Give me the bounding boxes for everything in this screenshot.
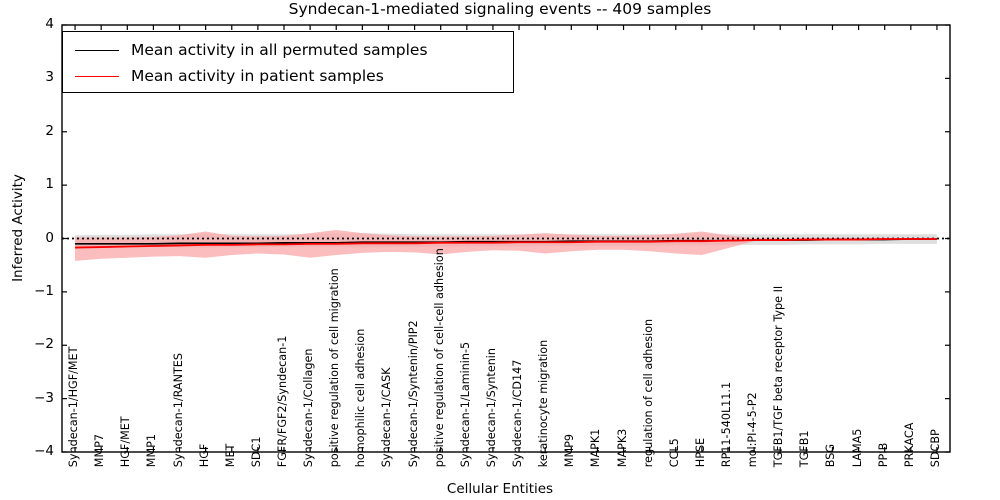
x-tick-label: HGF	[197, 443, 211, 468]
x-tick-label: Syndecan-1/CD147	[510, 359, 524, 468]
legend-swatch-patient	[75, 75, 119, 77]
chart-title: Syndecan-1-mediated signaling events -- …	[288, 0, 712, 18]
y-tick-label: 2	[45, 122, 54, 139]
x-tick-label: MAPK1	[589, 428, 603, 468]
chart-legend[interactable]: Mean activity in all permuted samples Me…	[62, 31, 514, 93]
x-tick-label: LAMA5	[850, 428, 864, 468]
x-tick-label: MET	[223, 443, 237, 468]
y-tick-label: 4	[45, 16, 54, 32]
x-tick-label: BSG	[824, 443, 838, 468]
x-tick-label: SDCBP	[928, 429, 942, 468]
legend-label-patient: Mean activity in patient samples	[131, 67, 384, 85]
x-tick-label: positive regulation of cell migration	[328, 268, 342, 468]
x-tick-label: CCL5	[667, 438, 681, 468]
legend-label-permuted: Mean activity in all permuted samples	[131, 41, 428, 59]
x-tick-label: MMP9	[563, 434, 577, 468]
x-tick-label: keratinocyte migration	[536, 339, 550, 468]
x-tick-label: TGFB1/TGF beta receptor Type II	[772, 285, 786, 468]
x-tick-label: positive regulation of cell-cell adhesio…	[432, 248, 446, 468]
x-axis-label: Cellular Entities	[446, 481, 554, 497]
x-tick-label: Syndecan-1/Laminin-5	[458, 341, 472, 468]
x-tick-label: Syndecan-1/Syntenin/PIP2	[406, 320, 420, 468]
x-tick-label: SDC1	[249, 436, 263, 468]
x-tick-label: Syndecan-1/Syntenin	[484, 348, 498, 468]
legend-item-permuted: Mean activity in all permuted samples	[63, 37, 513, 63]
x-tick-label: Syndecan-1/CASK	[380, 367, 394, 468]
x-tick-label: HPSE	[693, 437, 707, 468]
x-tick-label: PPIB	[876, 442, 890, 468]
x-tick-label: regulation of cell adhesion	[641, 318, 655, 468]
y-tick-label: −1	[34, 282, 54, 299]
x-tick-label: HGF/MET	[119, 416, 133, 468]
legend-item-patient: Mean activity in patient samples	[63, 63, 513, 89]
x-tick-label: TGFB1	[798, 430, 812, 468]
x-tick-label: RP11-540L11.1	[719, 381, 733, 468]
y-tick-label: −3	[34, 389, 54, 406]
x-tick-label: MAPK3	[615, 428, 629, 468]
x-tick-label: MMP1	[145, 434, 159, 468]
x-tick-label: FGFR/FGF2/Syndecan-1	[275, 335, 289, 468]
y-tick-label: 3	[45, 69, 54, 86]
legend-swatch-permuted	[75, 49, 119, 51]
x-tick-label: MMP7	[92, 434, 106, 468]
y-tick-label: 0	[45, 229, 54, 246]
x-tick-label: PRKACA	[902, 422, 916, 468]
y-tick-label: 1	[45, 176, 54, 193]
x-tick-label: homophilic cell adhesion	[354, 328, 368, 468]
y-tick-label: −2	[34, 336, 54, 353]
x-tick-label: Syndecan-1/RANTES	[171, 353, 185, 468]
x-tick-label: Syndecan-1/Collagen	[301, 348, 315, 468]
y-tick-label: −4	[34, 443, 54, 459]
x-tick-label: mol:PI-4-5-P2	[745, 392, 759, 468]
x-tick-label: Syndecan-1/HGF/MET	[66, 346, 80, 468]
